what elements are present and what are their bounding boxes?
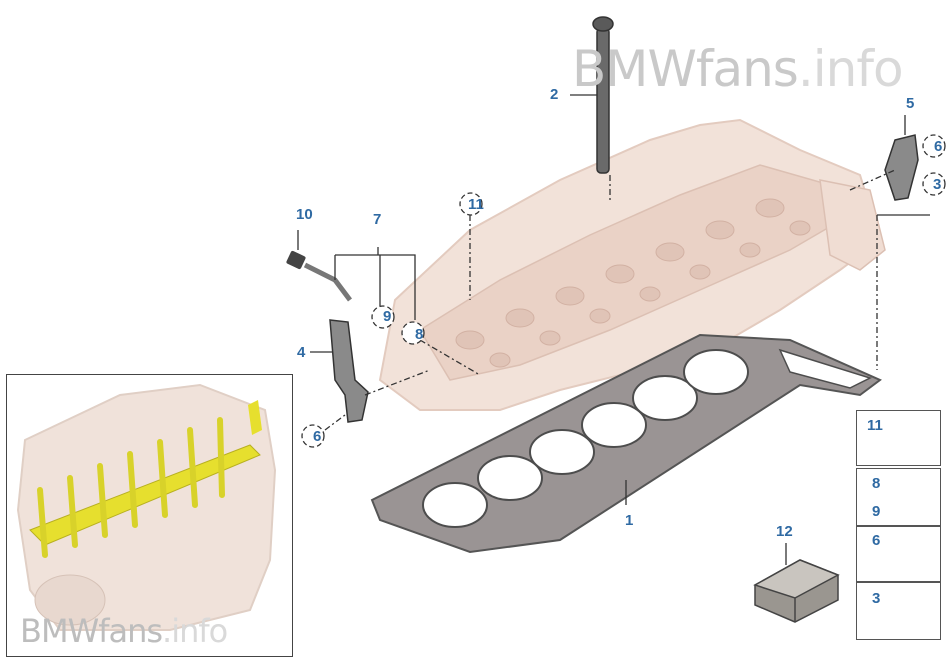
callout-5[interactable]: 5 — [906, 95, 915, 112]
callout-circles — [301, 134, 946, 448]
sensor — [286, 250, 352, 302]
watermark-main: BMWfans.info — [572, 44, 904, 94]
leader-lines — [297, 94, 930, 505]
legend-label-11[interactable]: 11 — [867, 417, 883, 434]
callout-6-top[interactable]: 6 — [934, 138, 943, 155]
head-gasket — [370, 333, 882, 554]
callout-3[interactable]: 3 — [933, 176, 942, 193]
callout-8[interactable]: 8 — [415, 326, 424, 343]
legend-box-11 — [856, 410, 941, 466]
callout-7[interactable]: 7 — [373, 211, 382, 228]
watermark-inset-suffix: .info — [162, 612, 228, 650]
watermark-inset-brand: BMWfans — [20, 612, 163, 650]
cylinder-head-bolt — [592, 16, 614, 174]
watermark-main-brand: BMWfans — [572, 40, 799, 98]
legend-box-6 — [856, 526, 941, 582]
watermark-inset: BMWfans.info — [20, 612, 228, 650]
inset-frame — [6, 374, 293, 657]
callout-12[interactable]: 12 — [776, 523, 793, 540]
legend-box-3 — [856, 582, 941, 640]
callout-6-left[interactable]: 6 — [313, 428, 322, 445]
bracket-right — [884, 134, 919, 201]
legend-label-8[interactable]: 8 — [872, 475, 881, 492]
legend-box-8-9 — [856, 468, 941, 526]
callout-1[interactable]: 1 — [625, 512, 634, 529]
callout-4[interactable]: 4 — [297, 344, 306, 361]
callout-10[interactable]: 10 — [296, 206, 313, 223]
callout-9[interactable]: 9 — [383, 308, 392, 325]
callout-2[interactable]: 2 — [550, 86, 559, 103]
legend-label-3[interactable]: 3 — [872, 590, 881, 607]
inset-engine — [16, 383, 277, 631]
legend-label-6[interactable]: 6 — [872, 532, 881, 549]
watermark-main-suffix: .info — [797, 40, 904, 98]
callout-11[interactable]: 11 — [468, 196, 484, 213]
legend-label-9[interactable]: 9 — [872, 503, 881, 520]
bracket-left — [329, 319, 369, 423]
cylinder-head — [378, 118, 886, 411]
repair-kit-box — [753, 543, 840, 623]
